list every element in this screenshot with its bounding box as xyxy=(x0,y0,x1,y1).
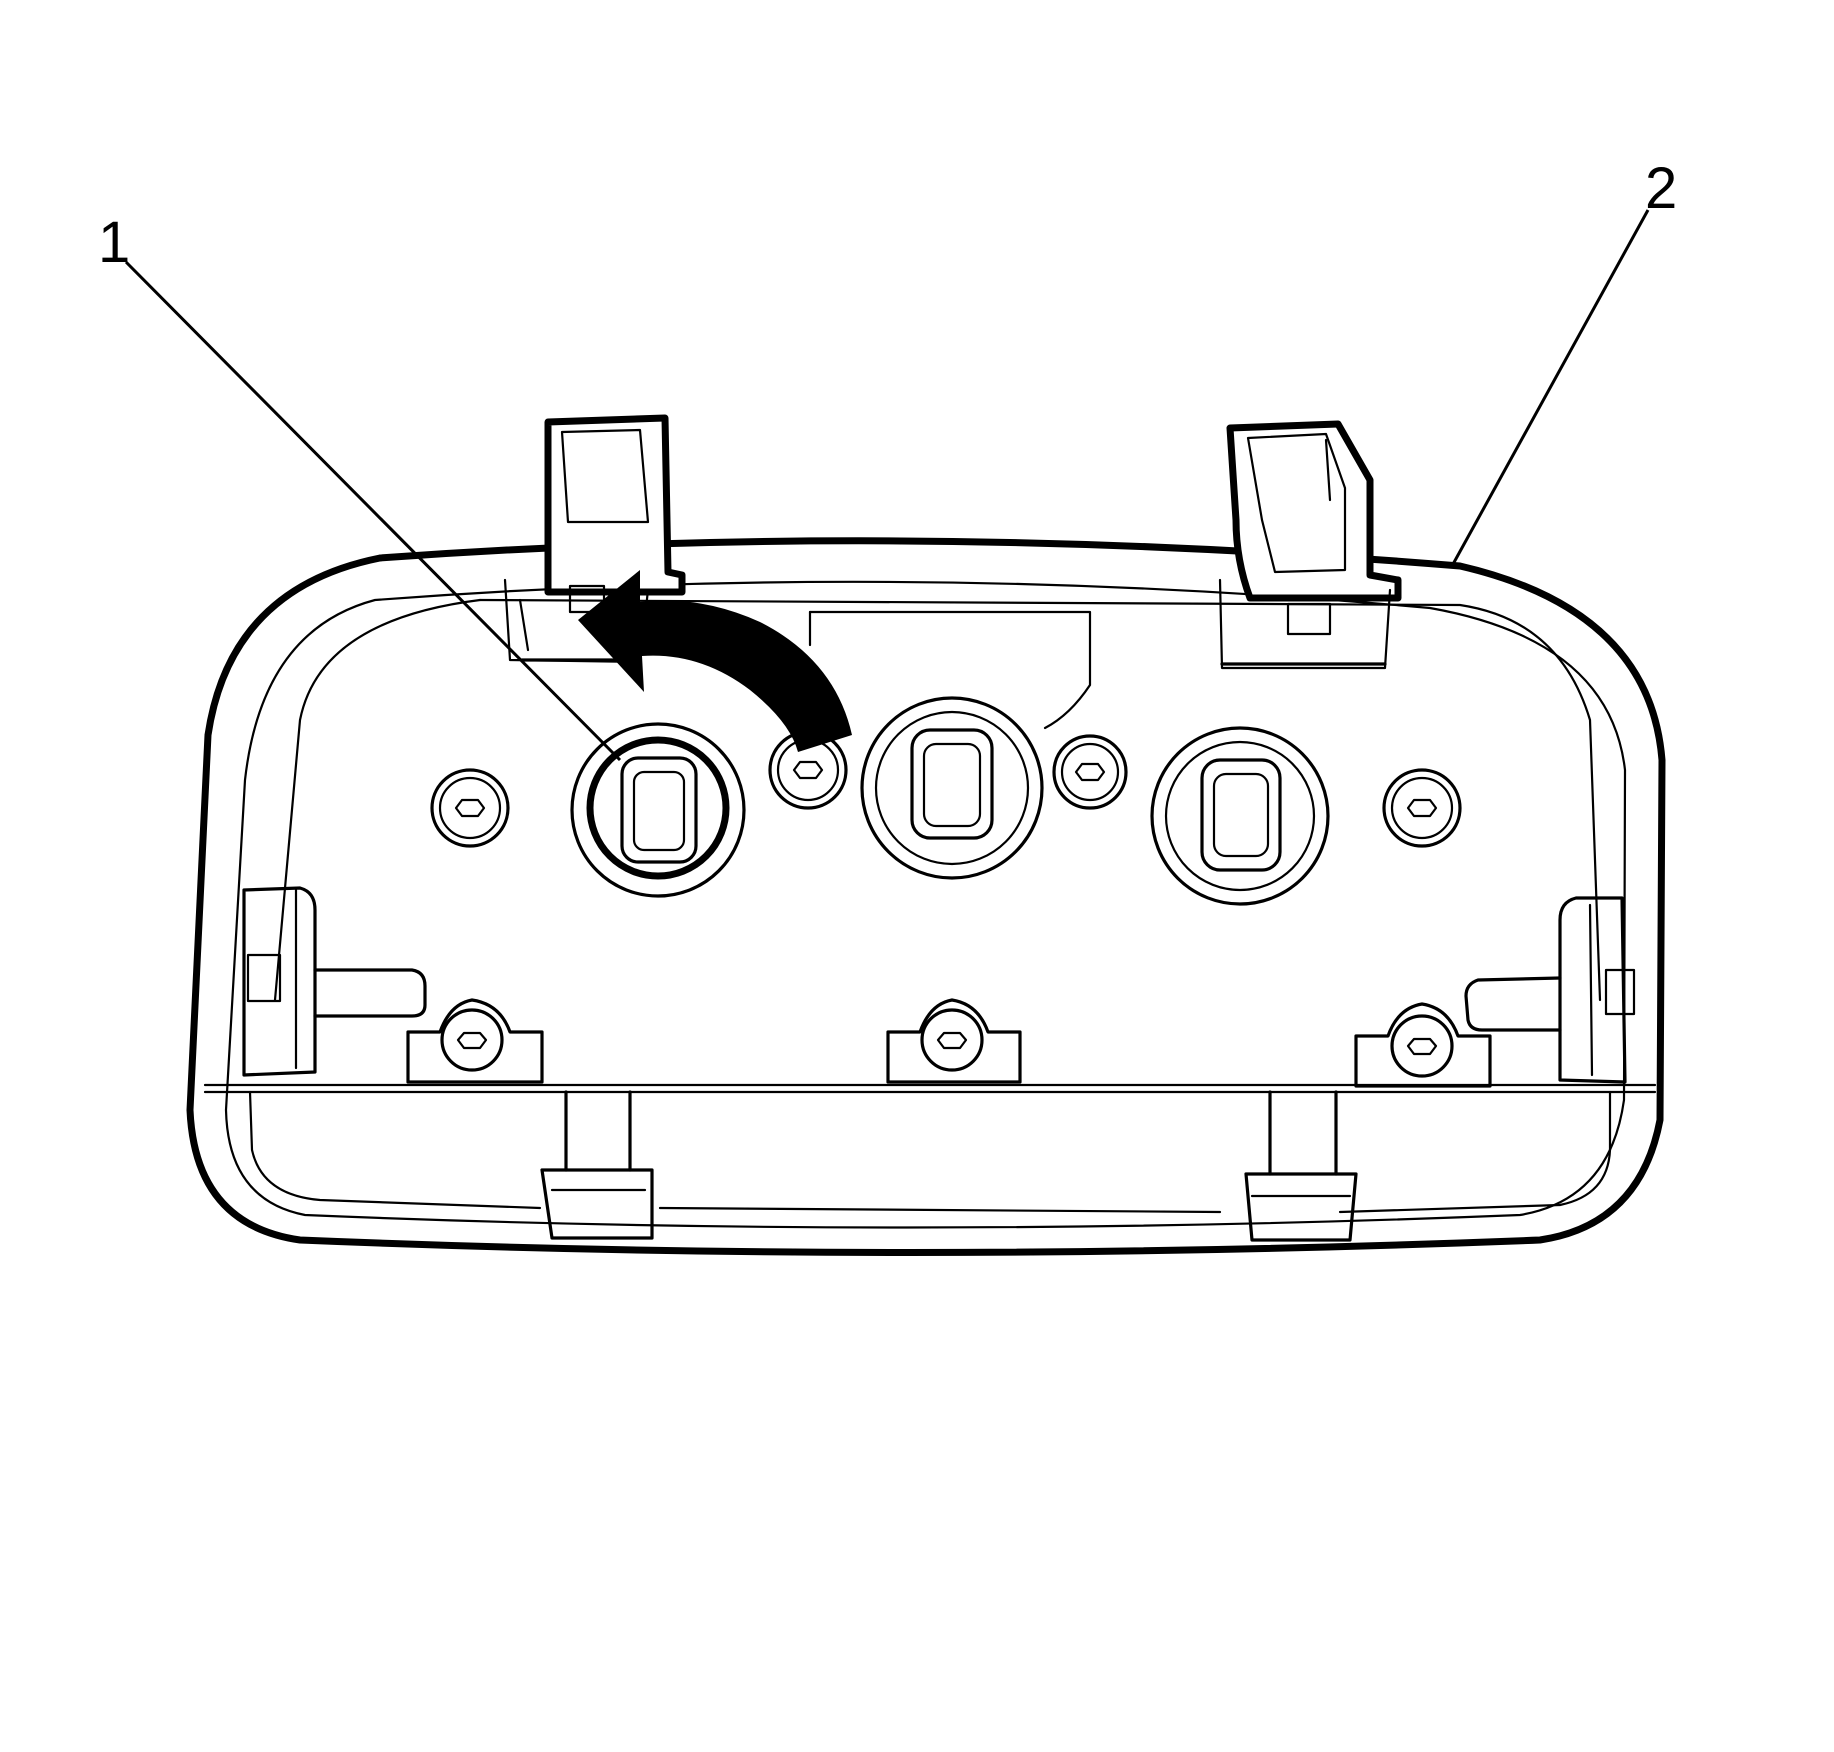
callout-2-number: 2 xyxy=(1645,156,1677,221)
lamp-socket-1 xyxy=(570,722,746,898)
callout-1-leader xyxy=(124,260,622,762)
callout-2-leader xyxy=(1450,209,1650,567)
lamp-socket-2 xyxy=(860,696,1044,880)
bottom-tab-left xyxy=(406,998,544,1084)
screw-4 xyxy=(1382,768,1462,848)
console-housing xyxy=(186,537,1666,1256)
lamp-socket-3 xyxy=(1150,726,1330,906)
right-latch xyxy=(1464,896,1636,1084)
curved-arrow-counterclockwise-icon xyxy=(578,570,852,752)
lower-clip-right xyxy=(1244,1090,1358,1242)
top-right-clip xyxy=(1218,420,1402,670)
callout-1-number: 1 xyxy=(98,210,130,275)
left-latch xyxy=(242,886,427,1077)
bottom-tab-center xyxy=(886,998,1022,1084)
screw-1 xyxy=(430,768,510,848)
lower-clip-left xyxy=(540,1090,654,1240)
bottom-tab-right xyxy=(1354,1002,1492,1088)
screw-3 xyxy=(1052,734,1128,810)
center-boss-outline xyxy=(808,610,1092,730)
top-left-clip xyxy=(503,414,686,664)
